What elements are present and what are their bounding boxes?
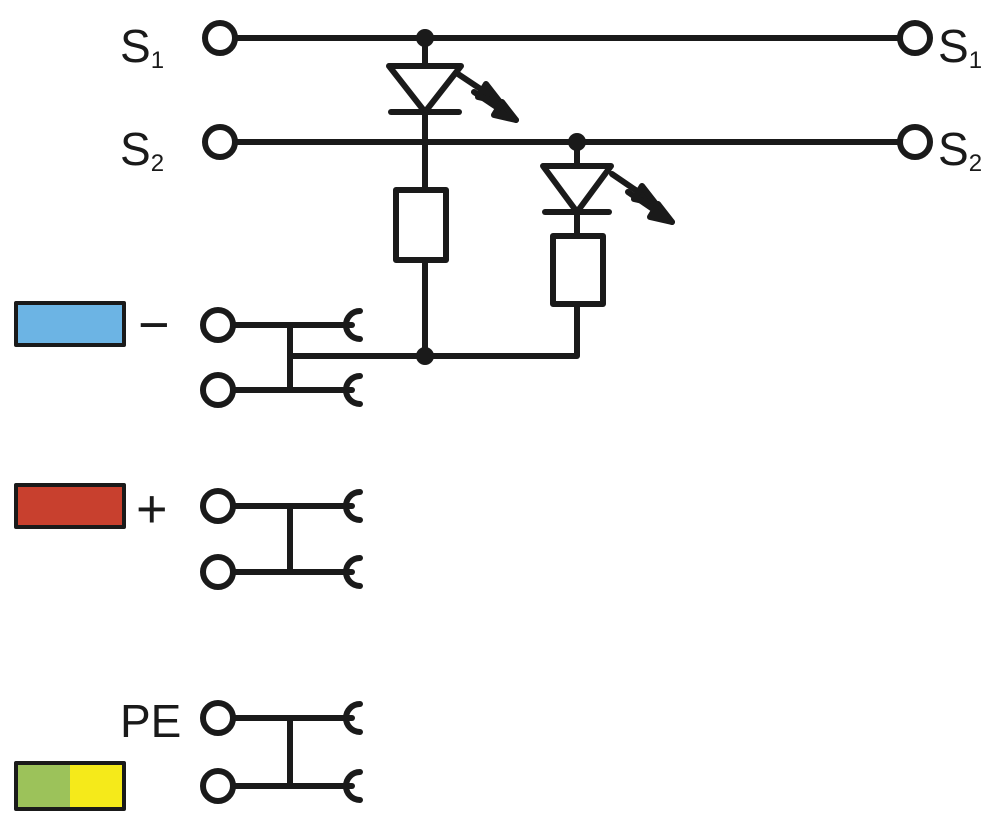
plus-clamp-1 bbox=[343, 489, 363, 523]
branch-1 bbox=[386, 35, 519, 359]
branch-2-wire-bottom bbox=[422, 301, 580, 359]
s2-line-group: S2 S2 bbox=[120, 123, 982, 177]
led-1-icon bbox=[386, 63, 519, 123]
s2-left-terminal bbox=[202, 124, 238, 160]
minus-clamp-2 bbox=[343, 373, 363, 407]
plus-color-marker bbox=[14, 483, 126, 529]
plus-group: + bbox=[14, 479, 363, 590]
plus-terminal-1 bbox=[200, 488, 236, 524]
s2-right-terminal bbox=[897, 124, 933, 160]
led-2-icon bbox=[540, 163, 675, 225]
minus-group: − bbox=[14, 295, 434, 408]
minus-junction-dot bbox=[416, 347, 434, 365]
s2-right-label: S2 bbox=[938, 123, 982, 177]
minus-terminal-2 bbox=[200, 372, 236, 408]
s1-left-terminal bbox=[202, 20, 238, 56]
resistor-2-icon bbox=[550, 233, 606, 307]
minus-clamp-1 bbox=[343, 308, 363, 342]
plus-clamp-2 bbox=[343, 555, 363, 589]
pe-clamp-1 bbox=[343, 701, 363, 735]
minus-terminal-1 bbox=[200, 307, 236, 343]
s2-left-label: S2 bbox=[120, 123, 164, 177]
pe-group: PE bbox=[14, 695, 363, 811]
s1-right-terminal bbox=[897, 20, 933, 56]
minus-color-marker bbox=[14, 301, 126, 347]
plus-symbol: + bbox=[136, 479, 168, 539]
branch-2 bbox=[422, 139, 675, 359]
resistor-1-icon bbox=[393, 187, 449, 263]
plus-terminal-2 bbox=[200, 554, 236, 590]
pe-terminal-2 bbox=[200, 768, 236, 804]
pe-clamp-2 bbox=[343, 769, 363, 803]
minus-symbol: − bbox=[138, 295, 170, 355]
s1-left-label: S1 bbox=[120, 20, 164, 74]
s1-right-label: S1 bbox=[938, 20, 982, 74]
pe-marker-green bbox=[18, 765, 70, 807]
pe-label: PE bbox=[120, 695, 181, 747]
pe-marker-yellow bbox=[70, 765, 122, 807]
s1-line-group: S1 S1 bbox=[120, 20, 982, 74]
pe-marker-outline bbox=[14, 761, 126, 811]
pe-terminal-1 bbox=[200, 700, 236, 736]
